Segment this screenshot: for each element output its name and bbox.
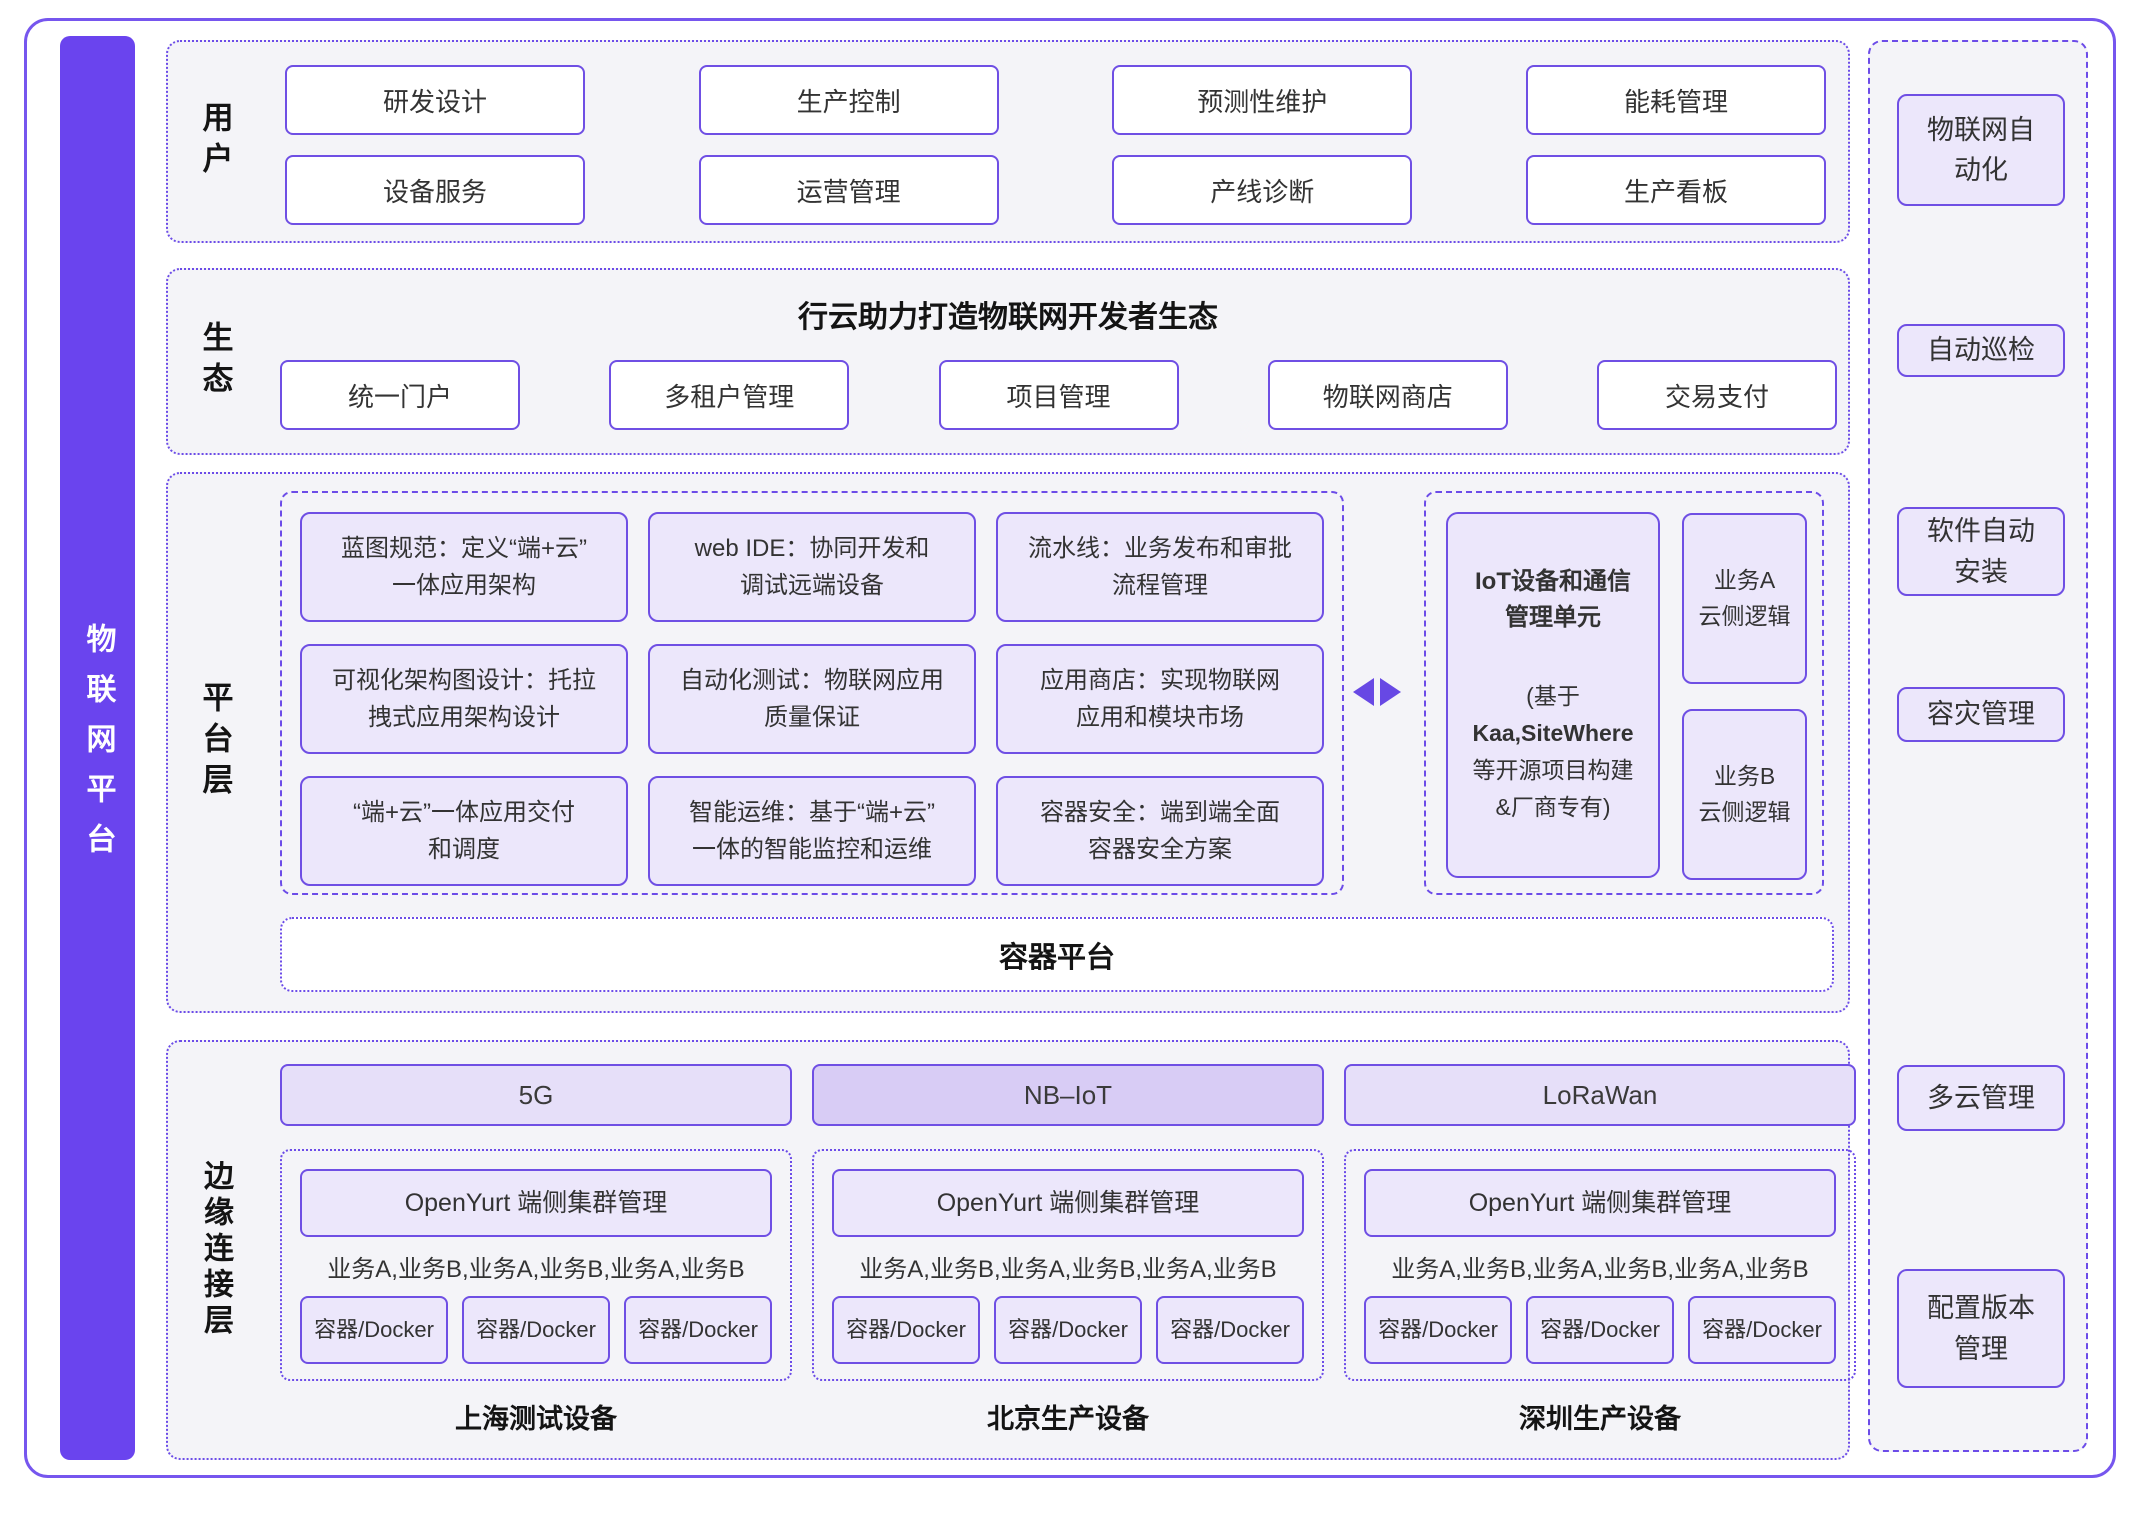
user-box-rd-design: 研发设计 <box>285 65 585 135</box>
iot-note-line3: 等开源项目构建 <box>1472 757 1634 783</box>
iot-unit-title: IoT设备和通信 管理单元 <box>1475 568 1631 632</box>
auto-box-config-version: 配置版本 管理 <box>1897 1269 2065 1388</box>
workloads-text: 业务A,业务B,业务A,业务B,业务A,业务B <box>1391 1256 1809 1283</box>
sync-arrows <box>1353 678 1409 706</box>
iot-unit-container: IoT设备和通信 管理单元 (基于 Kaa,SiteWhere 等开源项目构建 … <box>1424 491 1824 895</box>
iot-note-line2: Kaa,SiteWhere <box>1472 720 1634 747</box>
cap-box-visual-architecture: 可视化架构图设计：托拉 拽式应用架构设计 <box>300 644 628 754</box>
iot-unit-note: (基于 Kaa,SiteWhere 等开源项目构建 &厂商专有) <box>1472 678 1633 825</box>
docker-row: 容器/Docker 容器/Docker 容器/Docker <box>1364 1296 1836 1364</box>
eco-box-project-management: 项目管理 <box>938 360 1179 430</box>
workloads-text: 业务A,业务B,业务A,业务B,业务A,业务B <box>859 1256 1277 1283</box>
ecosystem-boxes: 统一门户 多租户管理 项目管理 物联网商店 交易支付 <box>280 360 1837 430</box>
network-bar-nbiot: NB–IoT <box>812 1064 1324 1126</box>
iot-note-line4: &厂商专有) <box>1495 793 1611 820</box>
container-docker-box: 容器/Docker <box>462 1296 610 1364</box>
users-section-label: 用户 <box>197 100 233 183</box>
user-box-production-control: 生产控制 <box>698 65 999 135</box>
users-row-1: 研发设计 生产控制 预测性维护 能耗管理 <box>285 65 1826 135</box>
business-b-cloud-logic: 业务B 云侧逻辑 <box>1682 709 1807 880</box>
edge-clusters: 5G OpenYurt 端侧集群管理 业务A,业务B,业务A,业务B,业务A,业… <box>280 1064 1856 1436</box>
auto-box-multi-cloud: 多云管理 <box>1897 1065 2065 1131</box>
edge-section-label: 边缘连接层 <box>199 1160 232 1340</box>
eco-box-multi-tenant: 多租户管理 <box>609 360 850 430</box>
cap-box-cloud-edge-delivery: “端+云”一体应用交付 和调度 <box>300 776 628 886</box>
cap-box-blueprint: 蓝图规范：定义“端+云” 一体应用架构 <box>300 512 628 622</box>
openyurt-cluster-mgmt: OpenYurt 端侧集群管理 <box>832 1169 1304 1237</box>
eco-box-payment: 交易支付 <box>1597 360 1837 430</box>
iot-note-line1: (基于 <box>1526 683 1580 710</box>
container-docker-box: 容器/Docker <box>994 1296 1142 1364</box>
iot-platform-title: 物联网平台 <box>81 623 115 873</box>
device-label-shenzhen: 深圳生产设备 <box>1519 1404 1681 1434</box>
automation-column: 物联网自 动化 自动巡检 软件自动 安装 容灾管理 多云管理 配置版本 管理 <box>1868 40 2088 1452</box>
docker-row: 容器/Docker 容器/Docker 容器/Docker <box>300 1296 772 1364</box>
cap-box-pipeline: 流水线：业务发布和审批 流程管理 <box>996 512 1324 622</box>
users-boxes: 研发设计 生产控制 预测性维护 能耗管理 设备服务 运营管理 产线诊断 生产看板 <box>285 65 1826 225</box>
iot-platform-sidebar: 物联网平台 <box>60 36 135 1460</box>
eco-box-iot-store: 物联网商店 <box>1267 360 1508 430</box>
docker-row: 容器/Docker 容器/Docker 容器/Docker <box>832 1296 1304 1364</box>
platform-capabilities-container: 蓝图规范：定义“端+云” 一体应用架构 web IDE：协同开发和 调试远端设备… <box>280 491 1344 895</box>
user-box-production-kanban: 生产看板 <box>1525 155 1826 225</box>
workloads-text: 业务A,业务B,业务A,业务B,业务A,业务B <box>327 1256 745 1283</box>
edge-cluster-shanghai: 5G OpenYurt 端侧集群管理 业务A,业务B,业务A,业务B,业务A,业… <box>280 1064 792 1436</box>
ecosystem-title: 行云助力打造物联网开发者生态 <box>798 301 1218 334</box>
left-arrow-icon <box>1353 678 1374 706</box>
container-docker-box: 容器/Docker <box>1526 1296 1674 1364</box>
right-arrow-icon <box>1380 678 1401 706</box>
container-docker-box: 容器/Docker <box>1688 1296 1836 1364</box>
device-box-shanghai: OpenYurt 端侧集群管理 业务A,业务B,业务A,业务B,业务A,业务B … <box>280 1149 792 1381</box>
platform-section: 平台层 蓝图规范：定义“端+云” 一体应用架构 web IDE：协同开发和 调试… <box>166 472 1850 1013</box>
container-docker-box: 容器/Docker <box>1156 1296 1304 1364</box>
container-platform-bar: 容器平台 <box>280 917 1834 992</box>
edge-cluster-shenzhen: LoRaWan OpenYurt 端侧集群管理 业务A,业务B,业务A,业务B,… <box>1344 1064 1856 1436</box>
cap-box-automated-testing: 自动化测试：物联网应用 质量保证 <box>648 644 976 754</box>
container-docker-box: 容器/Docker <box>1364 1296 1512 1364</box>
auto-box-auto-inspection: 自动巡检 <box>1897 324 2065 377</box>
edge-cluster-beijing: NB–IoT OpenYurt 端侧集群管理 业务A,业务B,业务A,业务B,业… <box>812 1064 1324 1436</box>
device-box-shenzhen: OpenYurt 端侧集群管理 业务A,业务B,业务A,业务B,业务A,业务B … <box>1344 1149 1856 1381</box>
user-box-predictive-maintenance: 预测性维护 <box>1112 65 1413 135</box>
user-box-operation-management: 运营管理 <box>698 155 999 225</box>
cap-box-container-security: 容器安全：端到端全面 容器安全方案 <box>996 776 1324 886</box>
auto-box-disaster-recovery: 容灾管理 <box>1897 687 2065 742</box>
device-label-beijing: 北京生产设备 <box>987 1404 1149 1434</box>
container-docker-box: 容器/Docker <box>300 1296 448 1364</box>
device-label-shanghai: 上海测试设备 <box>455 1404 617 1434</box>
container-docker-box: 容器/Docker <box>624 1296 772 1364</box>
cap-box-web-ide: web IDE：协同开发和 调试远端设备 <box>648 512 976 622</box>
users-row-2: 设备服务 运营管理 产线诊断 生产看板 <box>285 155 1826 225</box>
platform-section-label: 平台层 <box>197 681 233 804</box>
cap-box-intelligent-ops: 智能运维：基于“端+云” 一体的智能监控和运维 <box>648 776 976 886</box>
eco-box-unified-portal: 统一门户 <box>280 360 520 430</box>
iot-device-comm-unit: IoT设备和通信 管理单元 (基于 Kaa,SiteWhere 等开源项目构建 … <box>1446 512 1660 878</box>
users-section: 用户 研发设计 生产控制 预测性维护 能耗管理 设备服务 运营管理 产线诊断 生… <box>166 40 1850 243</box>
network-bar-5g: 5G <box>280 1064 792 1126</box>
ecosystem-section-label: 生态 <box>197 320 233 403</box>
container-docker-box: 容器/Docker <box>832 1296 980 1364</box>
auto-box-iot-automation: 物联网自 动化 <box>1897 94 2065 206</box>
openyurt-cluster-mgmt: OpenYurt 端侧集群管理 <box>300 1169 772 1237</box>
network-bar-lorawan: LoRaWan <box>1344 1064 1856 1126</box>
user-box-device-service: 设备服务 <box>285 155 585 225</box>
auto-box-software-install: 软件自动 安装 <box>1897 507 2065 596</box>
platform-capabilities-grid: 蓝图规范：定义“端+云” 一体应用架构 web IDE：协同开发和 调试远端设备… <box>300 512 1324 886</box>
openyurt-cluster-mgmt: OpenYurt 端侧集群管理 <box>1364 1169 1836 1237</box>
user-box-energy-management: 能耗管理 <box>1525 65 1826 135</box>
device-box-beijing: OpenYurt 端侧集群管理 业务A,业务B,业务A,业务B,业务A,业务B … <box>812 1149 1324 1381</box>
user-box-line-diagnosis: 产线诊断 <box>1112 155 1413 225</box>
cap-box-app-store: 应用商店：实现物联网 应用和模块市场 <box>996 644 1324 754</box>
business-a-cloud-logic: 业务A 云侧逻辑 <box>1682 513 1807 684</box>
edge-section: 边缘连接层 5G OpenYurt 端侧集群管理 业务A,业务B,业务A,业务B… <box>166 1040 1856 1460</box>
ecosystem-section: 生态 行云助力打造物联网开发者生态 统一门户 多租户管理 项目管理 物联网商店 … <box>166 268 1850 455</box>
